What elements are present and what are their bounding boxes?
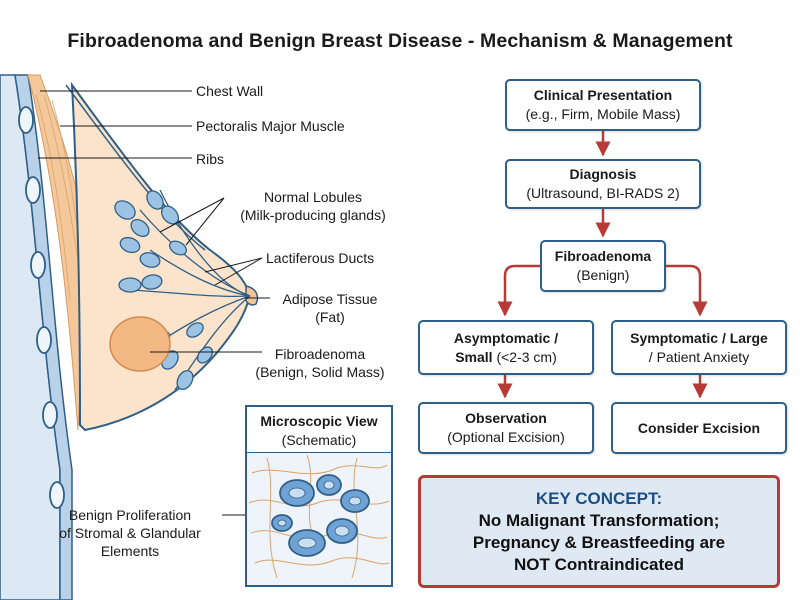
normal-lobules — [114, 190, 214, 390]
observation-box: Observation (Optional Excision) — [418, 402, 594, 454]
key-concept-box: KEY CONCEPT: No Malignant Transformation… — [418, 475, 780, 588]
arrow-fibroadenoma-to-asymptomatic — [497, 264, 540, 317]
key-concept-body: No Malignant Transformation; Pregnancy &… — [472, 510, 726, 574]
pectoralis-muscle — [27, 74, 89, 431]
asymptomatic-small-box: Asymptomatic / Small (<2-3 cm) — [418, 320, 594, 375]
label-lobules: Normal Lobules (Milk-producing glands) — [240, 189, 386, 223]
label-pectoralis: Pectoralis Major Muscle — [196, 118, 345, 134]
microscopic-schematic — [248, 454, 390, 579]
leader-lines — [38, 90, 270, 516]
fibroadenoma-box: Fibroadenoma (Benign) — [540, 240, 666, 292]
symptomatic-large-box: Symptomatic / Large / Patient Anxiety — [611, 320, 787, 375]
label-adipose: Adipose Tissue (Fat) — [282, 291, 378, 325]
label-benign-proliferation: Benign Proliferation of Stromal & Glandu… — [59, 507, 201, 559]
microscopic-view-subtitle: (Schematic) — [281, 432, 357, 448]
consider-excision-box: Consider Excision — [611, 402, 787, 454]
microscopic-view-panel: Microscopic View (Schematic) — [245, 405, 393, 587]
arrow-fibroadenoma-to-symptomatic — [666, 264, 708, 317]
page-title: Fibroadenoma and Benign Breast Disease -… — [67, 30, 733, 52]
label-ribs: Ribs — [196, 151, 225, 167]
label-chest-wall: Chest Wall — [196, 83, 264, 99]
label-fibroadenoma: Fibroadenoma (Benign, Solid Mass) — [255, 346, 385, 380]
key-concept-title: KEY CONCEPT: — [535, 488, 663, 508]
microscopic-view-header: Microscopic View (Schematic) — [247, 407, 391, 453]
label-ducts: Lactiferous Ducts — [266, 250, 375, 266]
clinical-presentation-box: Clinical Presentation (e.g., Firm, Mobil… — [505, 79, 701, 131]
ribs — [18, 106, 65, 509]
microscopic-view-title: Microscopic View — [260, 413, 378, 429]
diagnosis-box: Diagnosis (Ultrasound, BI-RADS 2) — [505, 159, 701, 209]
fibroadenoma-mass — [109, 316, 171, 372]
nipple — [245, 285, 259, 306]
